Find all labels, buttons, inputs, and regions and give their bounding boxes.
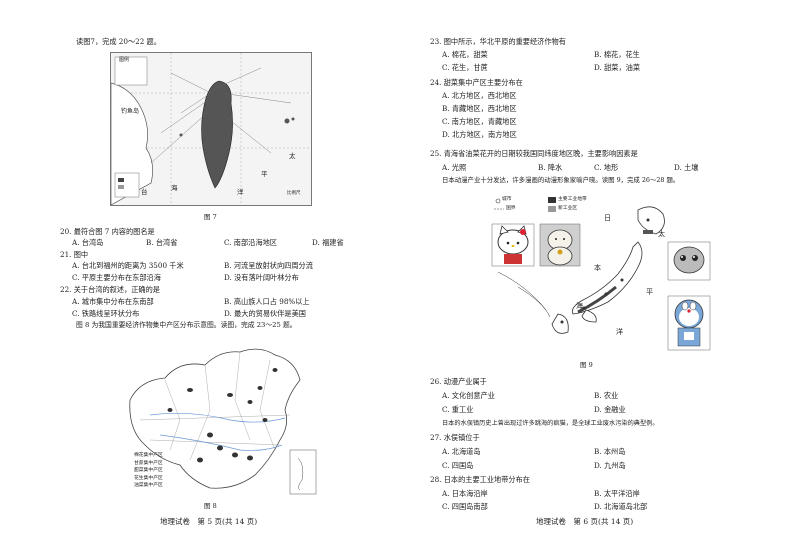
left-page: 读图7，完成 20～22 题。 (60, 37, 344, 526)
q20-option-b[interactable]: B. 台湾省 (146, 238, 178, 247)
intro-minamata: 日本的水俣镇历史上曾出现过许多跳海的疯猫，是全球工业废水污染的典型例。 (442, 420, 659, 427)
q25-stem: 25. 青海省油菜花开的日期较我国同纬度地区晚，主要影响因素是 (430, 149, 638, 158)
fig9-label-ping: 平 (646, 288, 653, 296)
fig8-legend-sugarcane: 甘蔗集中产区 (134, 460, 163, 466)
fig9-legend-city: 城市 (502, 197, 512, 202)
fig8-caption: 图 8 (204, 502, 217, 510)
q23-option-a[interactable]: A. 棉花，甜菜 (442, 50, 488, 59)
fig7-label-diaoyu: 钓鱼岛 (121, 108, 140, 115)
fig8-legend-beet: 甜菜集中产区 (134, 468, 163, 474)
fig8-legend-cotton: 棉花集中产区 (134, 453, 163, 458)
q22-stem: 22. 关于台湾的叙述，正确的是 (60, 285, 160, 294)
fig7-label-hai: 海 (171, 184, 178, 192)
intro-fig7: 读图7，完成 20～22 题。 (76, 37, 161, 46)
q23-stem: 23. 图中所示，华北平原的重要经济作物有 (430, 37, 566, 46)
q25-option-a[interactable]: A. 光照 (442, 163, 467, 172)
q24-stem: 24. 甜菜集中产区主要分布在 (430, 78, 523, 87)
q20-stem: 20. 最符合图 7 内容的图名是 (60, 227, 155, 236)
q22-option-b[interactable]: B. 高山族人口占 98%以上 (224, 297, 310, 306)
fig8-legend-rapeseed: 油菜集中产区 (134, 483, 163, 489)
q21-option-c[interactable]: C. 平原主要分布在东部沿海 (72, 273, 161, 282)
fig7-label-tai2: 台 (141, 188, 148, 196)
fig9-label-tai: 太 (658, 230, 665, 238)
q27-option-b[interactable]: B. 本州岛 (594, 447, 626, 456)
q21-stem: 21. 图中 (60, 250, 89, 259)
q22-option-d[interactable]: D. 最大的贸易伙伴是美国 (224, 309, 306, 318)
figure-9-japan-map: 城市 国界 主要工业地带 新工业区 日 本 海 太 平 洋 (488, 192, 718, 352)
fig7-label-yang: 洋 (237, 188, 244, 196)
q22-option-a[interactable]: A. 城市集中分布在东南部 (72, 297, 154, 306)
right-footer: 地理试卷 第 6 页(共 14 页) (536, 517, 634, 526)
fig9-legend-main-industrial: 主要工业地带 (558, 197, 587, 202)
q26-option-b[interactable]: B. 农业 (594, 391, 619, 400)
fig7-scale: 比例尺 (287, 191, 301, 196)
q24-option-a[interactable]: A. 北方地区，西北地区 (442, 91, 517, 100)
q28-option-b[interactable]: B. 太平洋沿岸 (594, 489, 640, 498)
right-page: 23. 图中所示，华北平原的重要经济作物有 A. 棉花，甜菜 B. 棉花，花生 … (400, 0, 800, 554)
fig8-legend: 棉花集中产区 甘蔗集中产区 甜菜集中产区 花生集中产区 油菜集中产区 (134, 452, 163, 490)
q26-option-d[interactable]: D. 金融业 (594, 405, 626, 414)
fig9-legend-new-industrial: 新工业区 (558, 206, 578, 211)
taiwan-map-svg (111, 53, 311, 205)
q24-option-b[interactable]: B. 青藏地区，西北地区 (442, 104, 517, 113)
q21-option-d[interactable]: D. 没有落叶阔叶林分布 (224, 273, 299, 282)
q24-option-c[interactable]: C. 南方地区，青藏地区 (442, 117, 517, 126)
q21-option-a[interactable]: A. 台北到福州的距离为 3500 千米 (72, 261, 184, 270)
q25-option-c[interactable]: C. 地形 (594, 163, 619, 172)
fig9-label-yang: 洋 (616, 328, 623, 336)
fig7-label-ping: 平 (261, 170, 268, 178)
q23-option-c[interactable]: C. 花生，甘蔗 (442, 63, 488, 72)
fig9-legend-border: 国界 (506, 206, 516, 211)
q25-option-d[interactable]: D. 土壤 (674, 163, 699, 172)
q20-option-d[interactable]: D. 福建省 (312, 238, 344, 247)
japan-map-svg (491, 197, 711, 351)
left-footer: 地理试卷 第 5 页(共 14 页) (160, 517, 258, 526)
fig9-label-ri: 日 (604, 214, 611, 222)
q20-option-c[interactable]: C. 南部沿海地区 (224, 238, 277, 247)
q28-option-a[interactable]: A. 日本海沿岸 (442, 489, 488, 498)
q26-option-c[interactable]: C. 重工业 (442, 405, 474, 414)
q24-option-d[interactable]: D. 北方地区，南方地区 (442, 130, 517, 139)
fig9-label-ben: 本 (594, 264, 601, 272)
q27-stem: 27. 水俣镇位于 (430, 433, 480, 442)
q25-option-b[interactable]: B. 降水 (538, 163, 563, 172)
q27-option-c[interactable]: C. 四国岛 (442, 461, 474, 470)
q20-option-a[interactable]: A. 台湾岛 (72, 238, 104, 247)
intro-fig8: 图 8 为我国重要经济作物集中产区分布示意图。读图，完成 23～25 题。 (76, 321, 297, 329)
q27-option-a[interactable]: A. 北海道岛 (442, 447, 481, 456)
figure-7-taiwan-map: 图例 钓鱼岛 太 平 洋 台 海 比例尺 (110, 52, 312, 206)
q23-option-b[interactable]: B. 棉花，花生 (594, 50, 640, 59)
fig7-legend-title: 图例 (119, 57, 130, 63)
fig8-legend-peanut: 花生集中产区 (134, 475, 163, 481)
q22-option-c[interactable]: C. 铁路线呈环状分布 (72, 309, 140, 318)
q28-option-d[interactable]: D. 北海道岛北部 (594, 502, 648, 511)
fig9-label-hai: 海 (576, 302, 583, 310)
q26-option-a[interactable]: A. 文化创意产业 (442, 391, 495, 400)
q23-option-d[interactable]: D. 甜菜，油菜 (594, 63, 641, 72)
intro-fig9: 日本动漫产业十分发达，许多漫画的动漫形象家喻户晓。读图 9，完成 26～28 题… (442, 176, 680, 184)
q27-option-d[interactable]: D. 九州岛 (594, 461, 626, 470)
q28-stem: 28. 日本的主要工业地带分布在 (430, 475, 530, 484)
china-map-svg (129, 348, 317, 495)
q26-stem: 26. 动漫产业属于 (430, 377, 487, 386)
q21-option-b[interactable]: B. 河流呈放射状向四周分流 (224, 261, 313, 270)
fig7-caption: 图 7 (204, 213, 217, 221)
fig9-caption: 图 9 (580, 361, 593, 369)
q28-option-c[interactable]: C. 四国岛南部 (442, 502, 488, 511)
fig7-label-tai: 太 (289, 152, 296, 160)
figure-8-china-crop-map: 棉花集中产区 甘蔗集中产区 甜菜集中产区 花生集中产区 油菜集中产区 (110, 340, 318, 500)
